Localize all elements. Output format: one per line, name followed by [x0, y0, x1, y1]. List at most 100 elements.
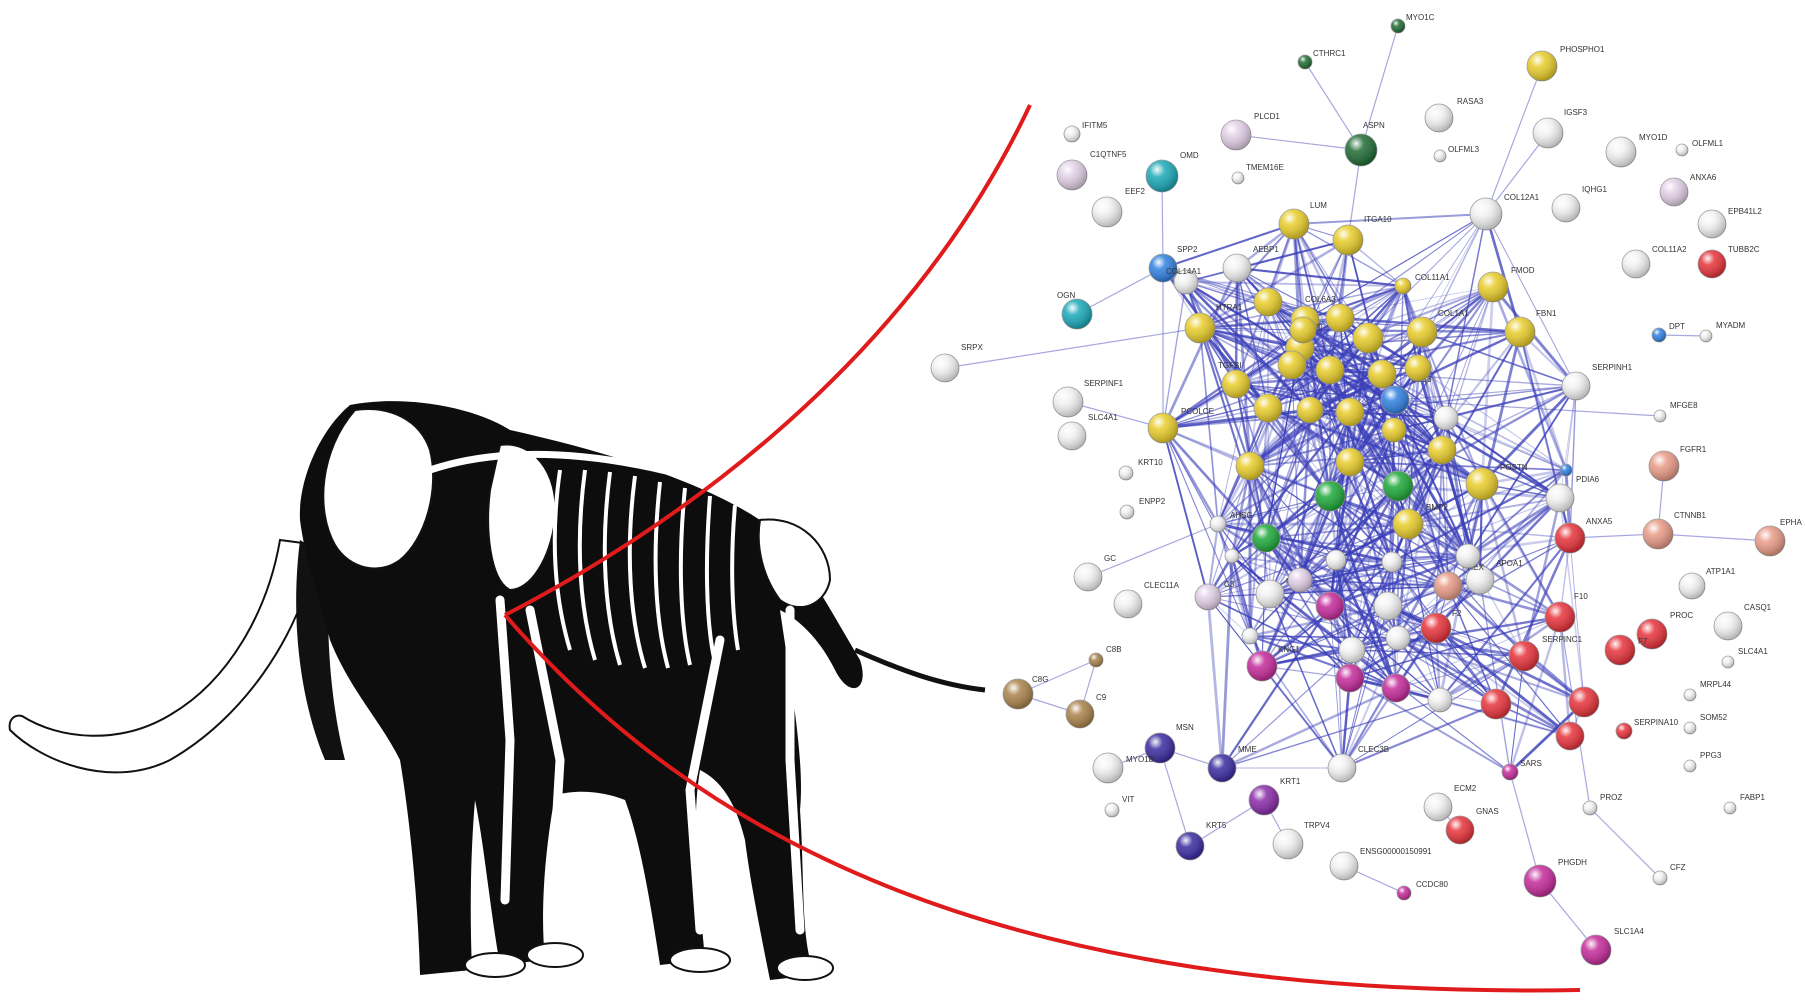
node-highlight	[1330, 852, 1358, 880]
node-highlight	[1478, 272, 1508, 302]
node-highlight	[1654, 410, 1666, 422]
node-highlight	[1383, 471, 1413, 501]
node-highlight	[931, 354, 959, 382]
node-label: ITGA10	[1364, 215, 1392, 224]
node-label: OLFML3	[1448, 145, 1480, 154]
node-col11a2: COL11A2	[1622, 245, 1687, 278]
node-highlight	[1649, 451, 1679, 481]
node-highlight	[1428, 688, 1452, 712]
node-ecm2: ECM2	[1424, 784, 1477, 821]
network-node	[1278, 351, 1306, 379]
network-node	[1336, 448, 1364, 476]
node-highlight	[1336, 448, 1364, 476]
node-plcd1: PLCD1	[1221, 112, 1280, 150]
node-label: COL1A1	[1438, 309, 1469, 318]
node-label: KRT5	[1206, 821, 1227, 830]
node-label: CTHRC1	[1313, 49, 1346, 58]
network-node	[1254, 394, 1282, 422]
node-highlight	[1652, 328, 1666, 342]
node-highlight	[1724, 802, 1736, 814]
node-highlight	[1428, 436, 1456, 464]
node-highlight	[1247, 651, 1277, 681]
node-highlight	[1698, 210, 1726, 238]
node-label: MYO1C	[1406, 13, 1435, 22]
node-label: OMD	[1180, 151, 1199, 160]
network-edge	[1222, 700, 1440, 768]
node-highlight	[1446, 816, 1474, 844]
node-label: ASPN	[1363, 121, 1385, 130]
node-highlight	[1393, 509, 1423, 539]
node-label: TMEM16E	[1246, 163, 1284, 172]
node-highlight	[1326, 550, 1346, 570]
node-gc: GC	[1074, 554, 1116, 591]
node-label: F7	[1638, 637, 1648, 646]
node-highlight	[1053, 387, 1083, 417]
network-node	[1339, 637, 1365, 663]
node-label: ATP1A1	[1706, 567, 1736, 576]
node-highlight	[1345, 134, 1377, 166]
node-label: COL11A2	[1652, 245, 1687, 254]
network-node	[1428, 688, 1452, 712]
node-highlight	[1374, 592, 1402, 620]
node-f7: F7	[1605, 635, 1648, 665]
node-label: F2	[1452, 609, 1462, 618]
node-slc1a4: SLC1A4	[1581, 927, 1644, 965]
node-label: F10	[1574, 592, 1588, 601]
node-ppg3: PPG3	[1684, 751, 1722, 772]
node-highlight	[1466, 468, 1498, 500]
node-fbn1: FBN1	[1505, 309, 1557, 347]
node-highlight	[1643, 519, 1673, 549]
node-highlight	[1382, 552, 1402, 572]
node-highlight	[1405, 355, 1431, 381]
node-label: OLFML1	[1692, 139, 1724, 148]
node-label: C1QTNF5	[1090, 150, 1127, 159]
node-label: FMOD	[1511, 266, 1535, 275]
node-anxa5: ANXA5	[1555, 517, 1613, 553]
node-highlight	[1064, 126, 1080, 142]
node-fgfr1: FGFR1	[1649, 445, 1707, 481]
node-highlight	[1560, 464, 1572, 476]
node-krt10: KRT10	[1119, 458, 1163, 480]
node-label: MYO1B	[1126, 755, 1154, 764]
network-node	[1383, 471, 1413, 501]
mammoth-skeleton-illustration	[10, 401, 985, 980]
node-highlight	[1146, 160, 1178, 192]
node-highlight	[1502, 764, 1518, 780]
node-label: DPT	[1669, 322, 1685, 331]
node-label: CFZ	[1670, 863, 1686, 872]
node-highlight	[1223, 254, 1251, 282]
node-olfml3: OLFML3	[1434, 145, 1480, 162]
node-highlight	[1679, 573, 1705, 599]
node-highlight	[1290, 317, 1316, 343]
node-highlight	[1605, 635, 1635, 665]
node-serpinf1: SERPINF1	[1053, 379, 1124, 417]
node-ccdc80: CCDC80	[1397, 880, 1449, 900]
node-label: POSTN	[1500, 463, 1528, 472]
node-highlight	[1470, 198, 1502, 230]
node-label: KRT1	[1280, 777, 1301, 786]
node-highlight	[1581, 935, 1611, 965]
node-label: FGFR1	[1680, 445, 1707, 454]
network-node	[1316, 356, 1344, 384]
node-highlight	[1552, 194, 1580, 222]
node-casq1: CASQ1	[1714, 603, 1772, 640]
node-highlight	[1119, 466, 1133, 480]
node-myo1c: MYO1C	[1391, 13, 1435, 33]
node-highlight	[1381, 386, 1409, 414]
node-highlight	[1148, 413, 1178, 443]
node-atp1a1: ATP1A1	[1679, 567, 1736, 599]
node-highlight	[1336, 664, 1364, 692]
node-gnas: GNAS	[1446, 807, 1499, 844]
node-highlight	[1434, 572, 1462, 600]
network-edge	[1361, 26, 1398, 150]
node-highlight	[1676, 144, 1688, 156]
node-highlight	[1225, 549, 1239, 563]
network-node	[1353, 323, 1383, 353]
node-highlight	[1208, 754, 1236, 782]
network-node	[1336, 664, 1364, 692]
node-highlight	[1328, 754, 1356, 782]
node-highlight	[1509, 641, 1539, 671]
node-label: SLC4A1	[1738, 647, 1768, 656]
network-node	[1368, 360, 1396, 388]
